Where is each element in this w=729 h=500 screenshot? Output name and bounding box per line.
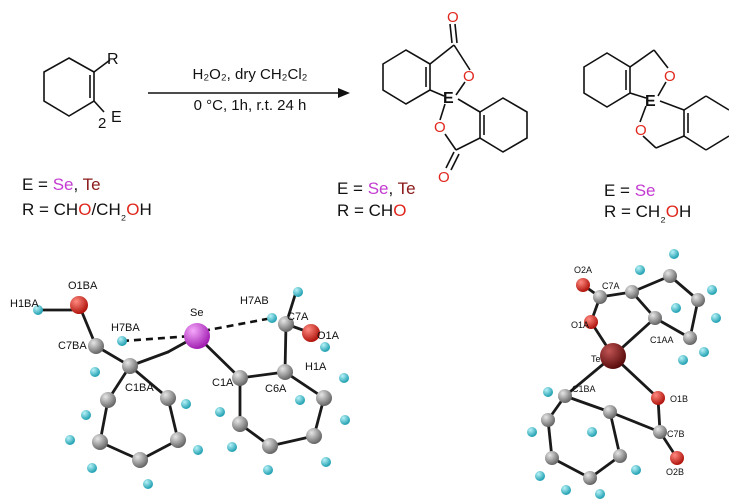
crystal-right-oxygens [576, 278, 684, 465]
crystal-left-labels: O1BA H1BA H7BA C7BA Se H7AB C7A O1A H1A … [10, 280, 340, 395]
reactant-e-definition: E = Se, Te [22, 175, 101, 194]
label-Te: Te [591, 354, 601, 364]
crystal-left-oxygens [70, 296, 320, 342]
label-O2B: O2B [666, 467, 684, 477]
product2-o-upper: O [664, 68, 676, 85]
label-O1B: O1B [670, 394, 688, 404]
label-C7A: C7A [287, 311, 309, 323]
label-O1A: O1A [317, 330, 340, 342]
crystal-right-carbons [541, 269, 705, 485]
product2-structure [583, 49, 729, 151]
crystal-left-hydrogens [33, 287, 350, 489]
product2-r-definition: R = CH₂OH [604, 202, 692, 226]
product1-e-definition: E = Se, Te [337, 179, 416, 198]
crystal-structure-right: O2A C7A O1A C1AA Te C1BA O1B C7B O2B [527, 249, 721, 499]
reaction-conditions-line2: 0 °C, 1h, r.t. 24 h [193, 97, 307, 114]
product1-o-top: O [447, 9, 459, 26]
label-H1BA: H1BA [10, 298, 39, 310]
product2-o-lower: O [635, 122, 647, 139]
crystal-right-hydrogens [527, 249, 721, 499]
label-C7A: C7A [602, 281, 620, 291]
label-C6A: C6A [265, 383, 287, 395]
crystal-structure-left: O1BA H1BA H7BA C7BA Se H7AB C7A O1A H1A … [10, 280, 350, 489]
label-O2A: O2A [574, 265, 592, 275]
product1-o-ring-lower: O [434, 119, 446, 136]
crystal-right-tellurium-atom [600, 343, 626, 369]
product2-e-definition: E = Se [604, 181, 656, 200]
reaction-arrow [148, 88, 350, 98]
product1-r-definition: R = CHO [337, 201, 407, 220]
reactant-r-label: R [107, 51, 119, 68]
product1-structure [382, 23, 528, 171]
label-H1A: H1A [305, 361, 327, 373]
reactant-e-label: E [111, 109, 122, 126]
reactant-structure [43, 57, 111, 117]
reactant-r-definition: R = CHO/CH₂OH [22, 200, 152, 224]
product2-e-center: E [645, 93, 656, 110]
crystal-left-selenium-atom [184, 323, 210, 349]
label-Se: Se [190, 307, 203, 319]
crystal-left-carbons [88, 316, 332, 468]
label-C7BA: C7BA [58, 340, 87, 352]
label-H7AB: H7AB [240, 295, 269, 307]
label-C1BA: C1BA [125, 382, 154, 394]
label-H7BA: H7BA [111, 322, 140, 334]
reactant-subscript-2: 2 [98, 115, 106, 132]
product1-o-ring-upper: O [463, 68, 475, 85]
label-C1BA: C1BA [572, 384, 596, 394]
reaction-conditions-line1: H₂O₂, dry CH₂Cl₂ [192, 66, 308, 83]
label-O1BA: O1BA [68, 280, 98, 292]
label-C1AA: C1AA [650, 335, 674, 345]
product1-o-bottom: O [438, 169, 450, 186]
crystal-right-labels: O2A C7A O1A C1AA Te C1BA O1B C7B O2B [571, 265, 688, 477]
label-C1A: C1A [212, 377, 234, 389]
label-O1A: O1A [571, 320, 589, 330]
label-C7B: C7B [667, 429, 685, 439]
product1-e-center: E [443, 90, 454, 107]
selenium-label: Se [52, 175, 74, 194]
tellurium-label: Te [82, 175, 101, 194]
